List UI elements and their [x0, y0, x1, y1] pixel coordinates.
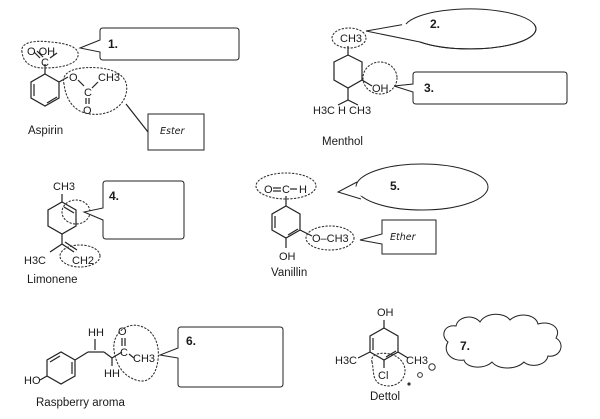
aspirin-structure: O OH C O C CH3 O Aspirin	[21, 40, 128, 137]
callout-6-number: 6.	[186, 334, 196, 348]
menthol-methyl-circle	[331, 27, 367, 49]
menthol-oh-label: OH	[372, 83, 389, 95]
vanillin-structure: O C H O–CH3 OH Vanillin	[255, 172, 355, 279]
aspirin-oh-label: O OH	[27, 46, 55, 58]
vanillin-ether-circle	[305, 225, 355, 251]
menthol-ch3-top-label: CH3	[340, 33, 362, 45]
callout-3-number: 3.	[424, 81, 434, 95]
limonene-structure: CH3 H3C CH2 Limonene	[24, 181, 101, 286]
dettol-h3c-label: H3C	[335, 355, 357, 367]
aspirin-carboxyl-circle	[21, 40, 79, 69]
limonene-h3c-label: H3C	[24, 255, 46, 267]
callout-7-number: 7.	[460, 339, 470, 353]
callout-6: 6.	[158, 326, 284, 388]
callout-4-number: 4.	[109, 189, 119, 203]
aspirin-c2-label: C	[84, 87, 92, 99]
callout-5-number: 5.	[390, 179, 400, 193]
raspberry-ho-label: HO	[24, 375, 41, 387]
aspirin-ester-o-label: O	[69, 72, 78, 84]
raspberry-c-label: C	[120, 347, 128, 359]
raspberry-hh-bottom-label: HH	[104, 368, 120, 380]
raspberry-ch3-label: CH3	[133, 353, 155, 365]
vanillin-h-label: H	[299, 184, 307, 196]
raspberry-o-label: O	[118, 326, 127, 338]
callout-1: 1.	[78, 27, 240, 61]
aspirin-ch3-label: CH3	[98, 72, 120, 84]
raspberry-structure: HO HH HH C O CH3 Raspberry aroma	[24, 324, 159, 409]
ether-note: Ether	[359, 219, 437, 255]
dettol-chloro-circle	[371, 352, 406, 387]
thought-cloud	[443, 313, 562, 369]
vanillin-c-label: C	[282, 184, 290, 196]
callout-5: 5.	[336, 163, 489, 211]
menthol-isopropyl-label: H3C H CH3	[313, 105, 371, 117]
dettol-oh-label: OH	[377, 307, 394, 319]
raspberry-name: Raspberry aroma	[36, 397, 125, 409]
ester-note: Ester	[125, 103, 205, 151]
vanillin-ether-label: O–CH3	[312, 233, 349, 245]
menthol-structure: CH3 OH H3C H CH3 Menthol	[313, 27, 398, 148]
dettol-ch3-label: CH3	[406, 355, 428, 367]
dettol-cl-label: Cl	[378, 370, 388, 382]
callout-7: 7.	[443, 313, 562, 369]
callout-3: 3.	[393, 71, 568, 105]
aspirin-ester-circle	[63, 66, 128, 115]
limonene-ch2-label: CH2	[72, 255, 94, 267]
menthol-name: Menthol	[322, 136, 363, 148]
menthol-hydroxyl-circle	[362, 61, 398, 95]
limonene-side-alkene-circle	[59, 244, 101, 268]
dettol-bubble-dot-3	[428, 363, 436, 371]
raspberry-ketone-circle	[113, 324, 159, 382]
callout-1-number: 1.	[108, 37, 118, 51]
callout-2-number: 2.	[430, 17, 440, 31]
vanillin-name: Vanillin	[271, 267, 307, 279]
vanillin-o-label: O	[264, 184, 273, 196]
callout-2: 2.	[365, 4, 537, 50]
vanillin-oh-label: OH	[279, 251, 296, 263]
vanillin-aldehyde-circle	[255, 172, 317, 200]
dettol-structure: OH H3C CH3 Cl Dettol	[335, 307, 436, 403]
aspirin-name: Aspirin	[28, 125, 63, 137]
aspirin-o2-label: O	[83, 105, 92, 117]
ester-note-text: Ester	[160, 126, 186, 137]
limonene-ch3-label: CH3	[53, 181, 75, 193]
ether-note-text: Ether	[390, 232, 417, 243]
raspberry-hh-top-label: HH	[88, 327, 104, 339]
limonene-name: Limonene	[27, 274, 78, 286]
callout-4: 4.	[82, 180, 185, 240]
dettol-bubble-dot-1	[407, 382, 411, 386]
aspirin-c-label: C	[41, 57, 49, 69]
dettol-bubble-dot-2	[417, 372, 423, 378]
dettol-name: Dettol	[370, 391, 400, 403]
